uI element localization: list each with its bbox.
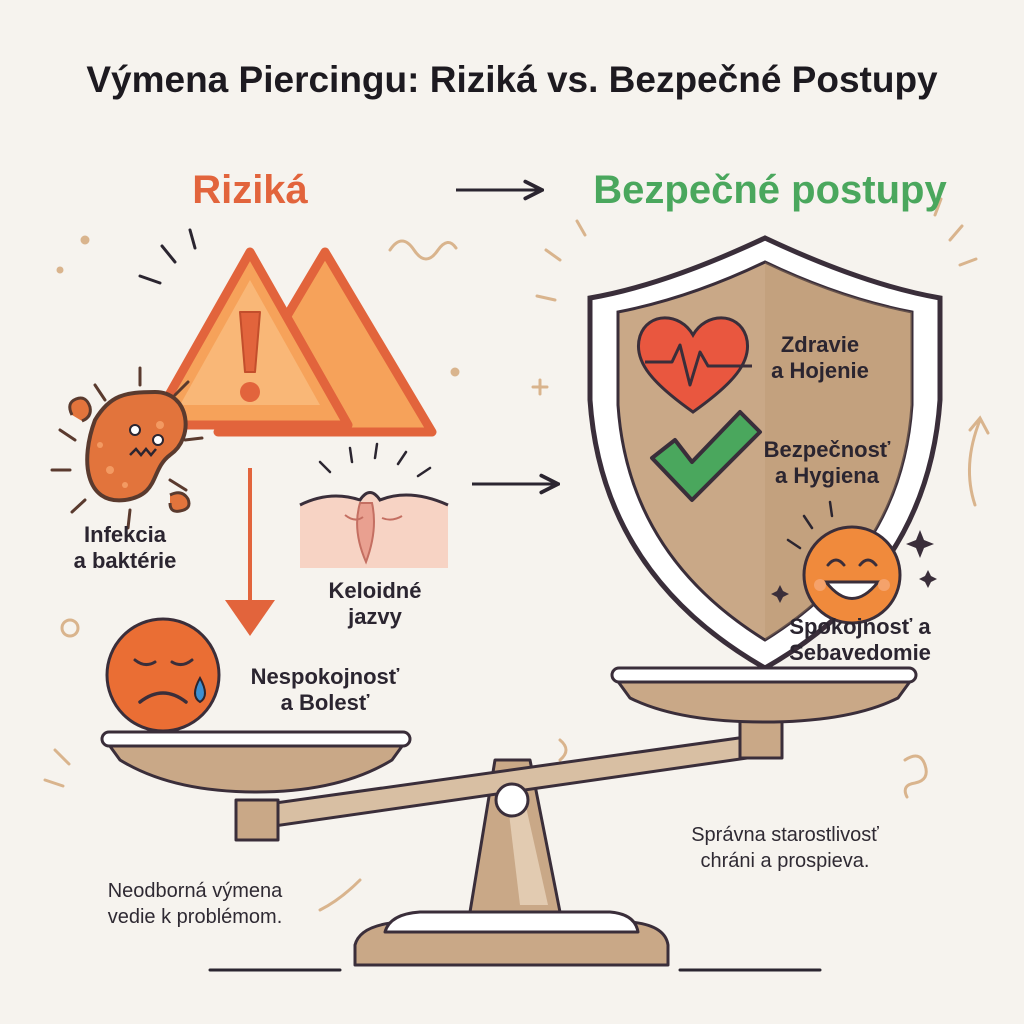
warning-triangle-icon [138, 228, 437, 437]
bacteria-icon [50, 366, 204, 530]
label-keloid: Keloidné jazvy [328, 578, 422, 630]
decor-doodles [43, 197, 990, 912]
risks-heading: Riziká [192, 168, 308, 212]
balance-scale-icon [100, 666, 918, 967]
keloid-skin-icon [299, 442, 449, 568]
label-health: Zdravie a Hojenie [771, 332, 869, 384]
label-safety: Bezpečnosť a Hygiena [763, 437, 891, 489]
note-right: Správna starostlivosť chráni a prospieva… [691, 824, 879, 872]
happy-face-icon [771, 500, 937, 625]
checkmark-icon [650, 410, 762, 502]
sad-face-icon [105, 617, 221, 733]
label-satisfaction: Spokojnosť a Sebavedomie [789, 614, 931, 666]
heart-pulse-icon [637, 316, 752, 414]
label-dissatisfaction: Nespokojnosť a Bolesť [250, 664, 400, 716]
note-left: Neodborná výmena vedie k problémom. [107, 880, 283, 928]
down-arrow [225, 468, 275, 636]
safe-practices-heading: Bezpečné postupy [593, 168, 947, 212]
page-title: Výmena Piercingu: Riziká vs. Bezpečné Po… [86, 59, 938, 100]
label-infection: Infekcia a baktérie [73, 522, 177, 574]
